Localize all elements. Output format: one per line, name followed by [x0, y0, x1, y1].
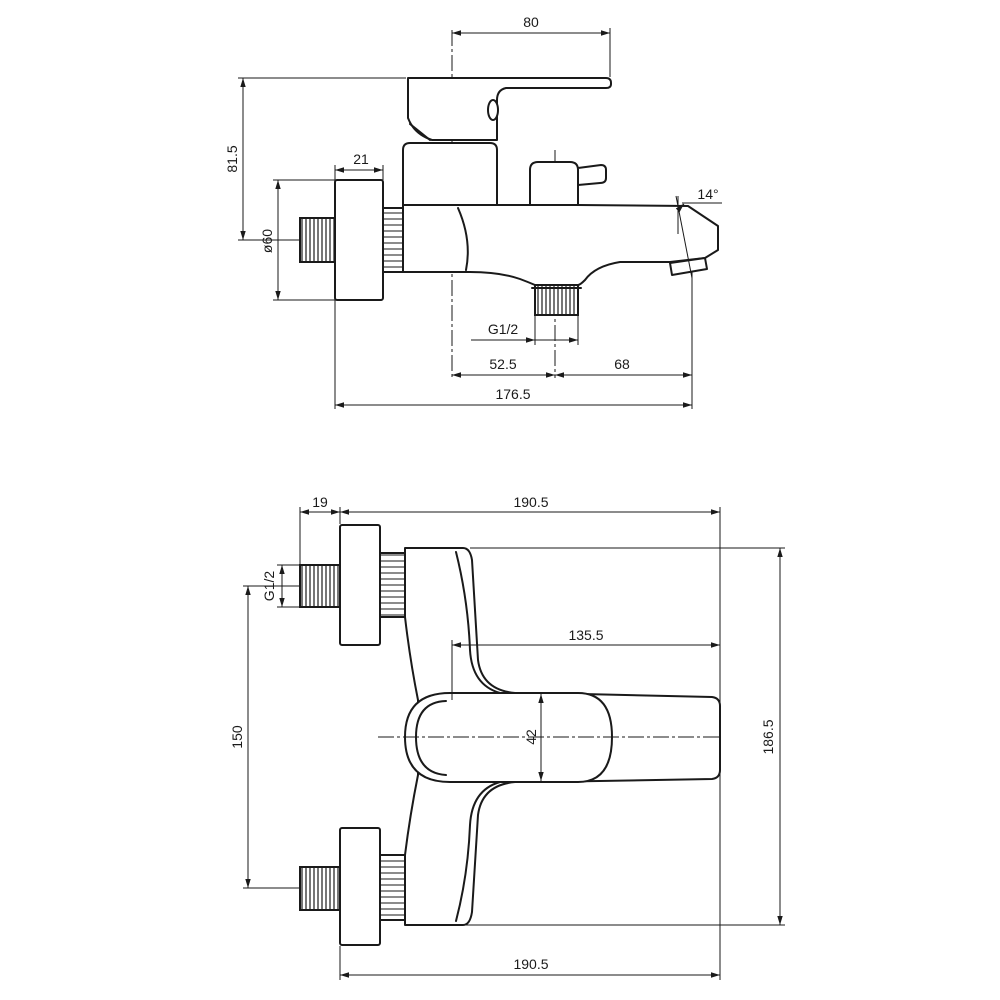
outlet-thread [534, 284, 579, 316]
dim-label-handle-reach: 135.5 [568, 627, 603, 643]
dim-label-handle-width: 42 [523, 729, 539, 745]
dim-label-inlet-spacing: 150 [229, 725, 245, 749]
dim-label-flange-diameter: ø60 [259, 229, 275, 253]
connection-nut [382, 207, 404, 273]
lower-inlet-thread [299, 866, 341, 911]
side-view: 80 81.5 21 ø60 14° [224, 14, 722, 409]
dim-label-outlet-thread: G1/2 [488, 321, 519, 337]
upper-inlet-thread [299, 564, 341, 608]
diverter-knob [529, 161, 579, 206]
side-dimensions: 80 81.5 21 ø60 14° [224, 14, 722, 409]
body-inner-contour-upper [455, 551, 501, 694]
dim-label-flange-offset: 19 [312, 494, 328, 510]
dim-label-center-to-outlet: 52.5 [489, 356, 516, 372]
side-wall-connection [299, 179, 404, 301]
lower-connection-nut [379, 854, 406, 921]
top-view: 19 190.5 G1/2 150 135.5 42 [229, 494, 785, 980]
handle-lever [407, 77, 612, 141]
cartridge-housing [402, 142, 498, 206]
dim-label-overall-top: 190.5 [513, 494, 548, 510]
side-mixer-body [402, 77, 719, 316]
lower-inlet [299, 827, 406, 946]
dim-label-spout-angle: 14° [697, 186, 718, 202]
dim-label-height: 81.5 [224, 145, 240, 172]
top-dimensions: 19 190.5 G1/2 150 135.5 42 [229, 494, 785, 980]
dim-label-overall-length: 176.5 [495, 386, 530, 402]
lower-wall-flange [339, 827, 381, 946]
handle-knob [487, 99, 499, 121]
wall-flange [334, 179, 384, 301]
dim-label-flange-thickness: 21 [353, 151, 369, 167]
upper-connection-nut [379, 552, 406, 618]
dim-label-outlet-to-spout: 68 [614, 356, 630, 372]
diverter-lever [577, 164, 607, 186]
top-mixer-body [378, 547, 721, 926]
dim-label-handle-length: 80 [523, 14, 539, 30]
handle-bevel-line [409, 123, 431, 141]
dim-label-overall-bottom: 190.5 [513, 956, 548, 972]
dim-label-body-width: 186.5 [760, 719, 776, 754]
spout-aerator [669, 257, 708, 276]
inlet-thread [299, 217, 336, 263]
body-outline [402, 204, 719, 286]
upper-inlet [299, 524, 406, 646]
body-seam-line [457, 207, 469, 271]
upper-wall-flange [339, 524, 381, 646]
body-inner-contour-lower [455, 781, 501, 922]
angle-arc [675, 203, 685, 213]
